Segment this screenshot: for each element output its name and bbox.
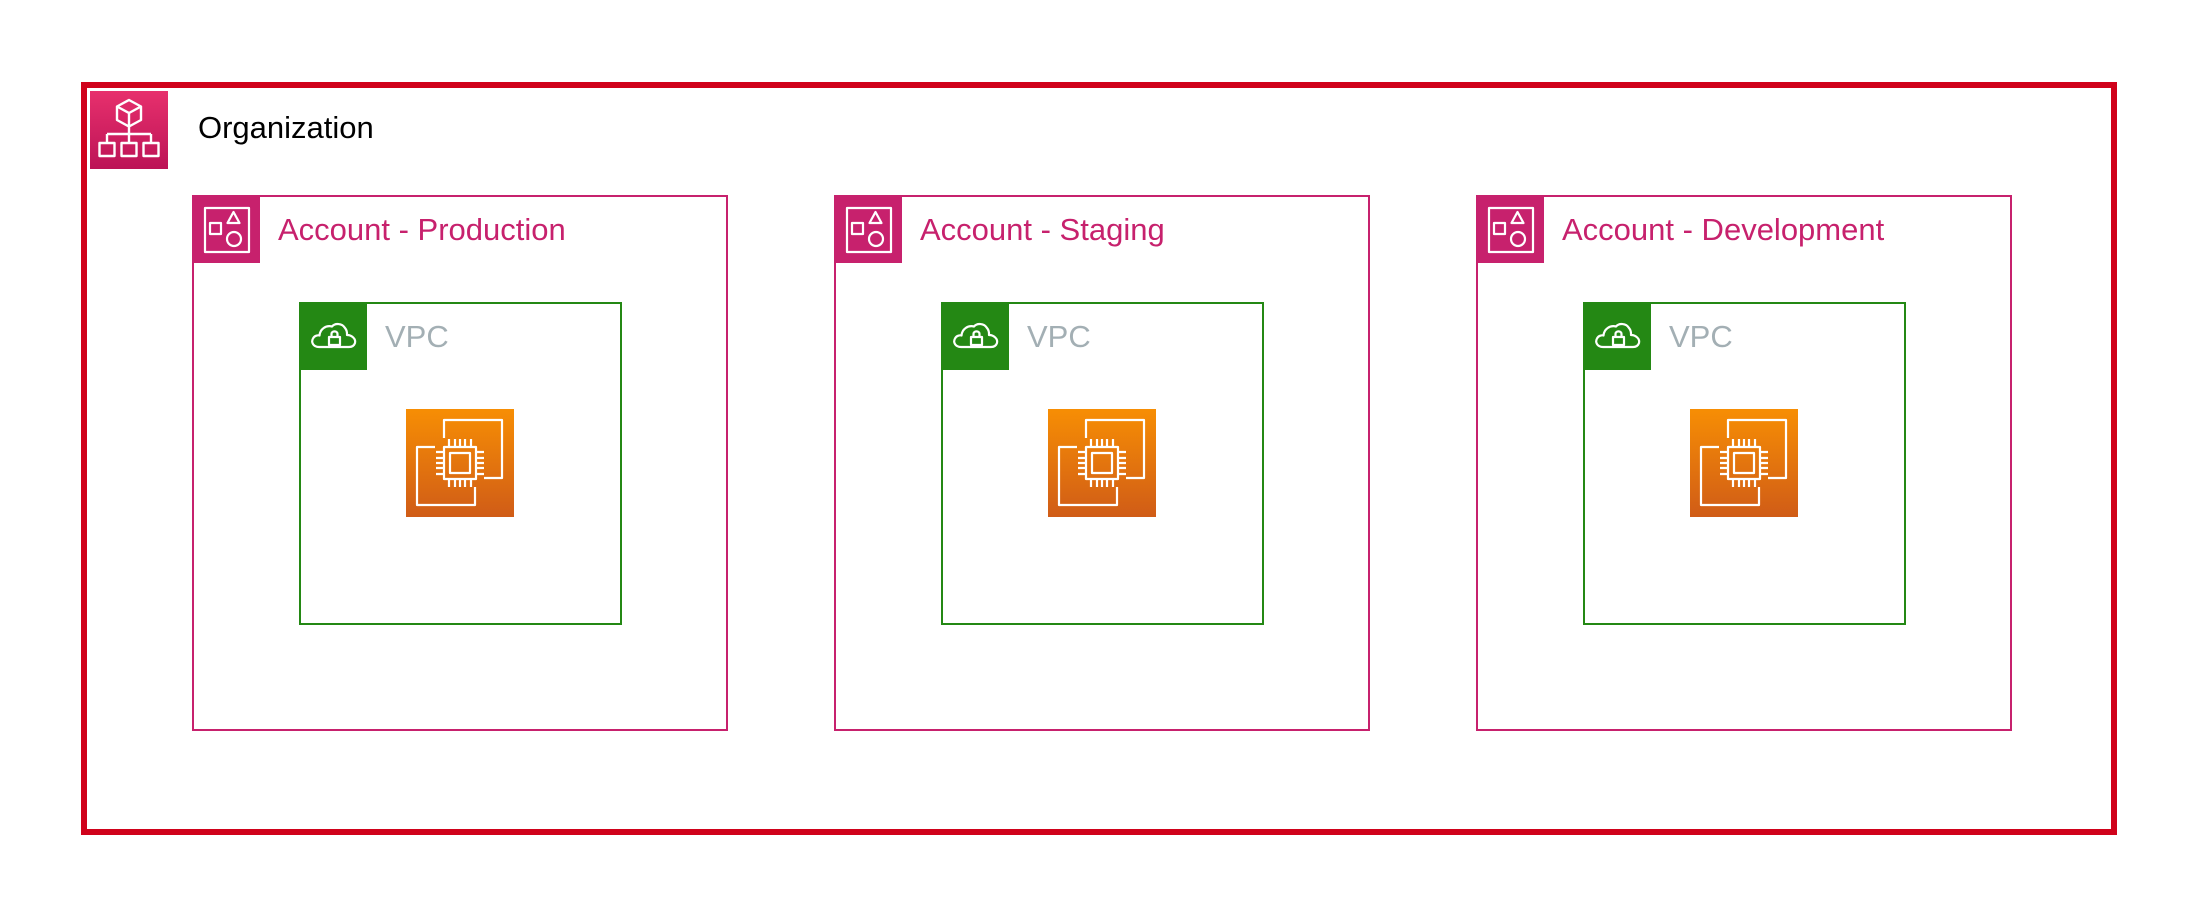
account-staging: Account - Staging VPC — [834, 195, 1370, 731]
vpc-cloud-lock-icon — [1585, 304, 1651, 370]
vpc-group: VPC — [1583, 302, 1906, 625]
vpc-group: VPC — [941, 302, 1264, 625]
vpc-cloud-lock-icon — [943, 304, 1009, 370]
account-icon — [1478, 197, 1544, 263]
ec2-instance-icon — [1690, 409, 1798, 517]
account-development: Account - Development VPC — [1476, 195, 2012, 731]
vpc-cloud-lock-icon — [301, 304, 367, 370]
organization-group: Organization Account - Production VPC — [81, 82, 2117, 835]
account-icon — [836, 197, 902, 263]
vpc-label: VPC — [1027, 319, 1091, 354]
vpc-group: VPC — [299, 302, 622, 625]
ec2-instance-icon — [1048, 409, 1156, 517]
vpc-label: VPC — [1669, 319, 1733, 354]
account-icon — [194, 197, 260, 263]
organization-title: Organization — [198, 110, 374, 145]
account-title: Account - Production — [278, 212, 566, 247]
account-production: Account - Production VPC — [192, 195, 728, 731]
ec2-instance-icon — [406, 409, 514, 517]
organizations-icon — [90, 91, 168, 169]
account-title: Account - Staging — [920, 212, 1165, 247]
vpc-label: VPC — [385, 319, 449, 354]
account-title: Account - Development — [1562, 212, 1885, 247]
